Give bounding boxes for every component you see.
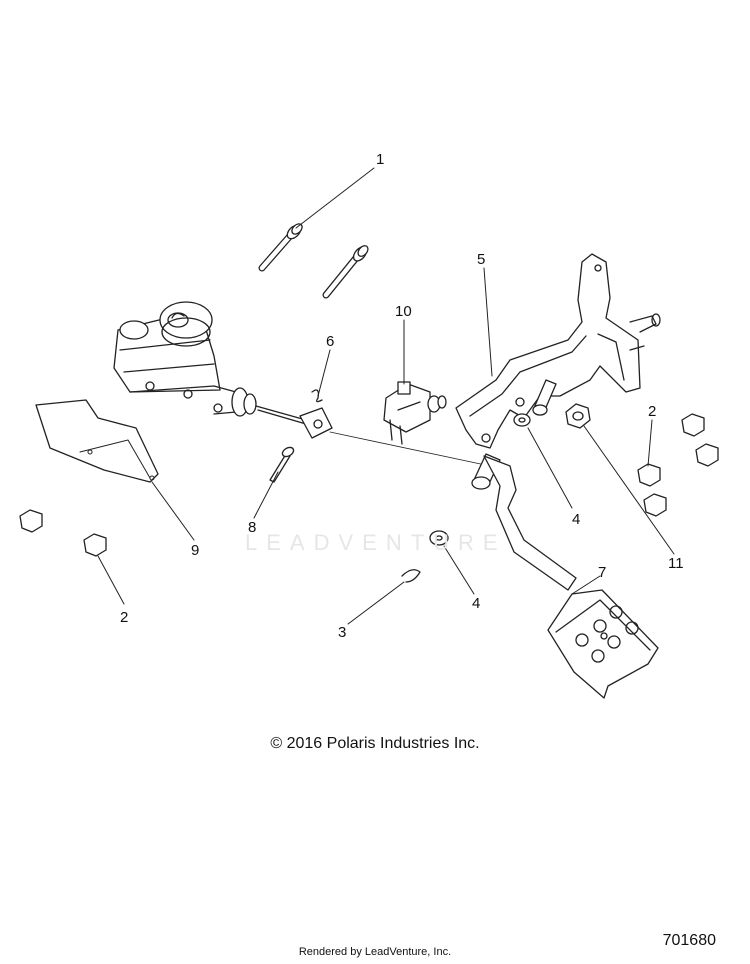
diagram-number: 701680 — [662, 932, 716, 949]
copyright-text: © 2016 Polaris Industries Inc. — [270, 735, 480, 752]
callout-part-8: 8 — [248, 519, 256, 536]
leader-lines — [97, 167, 675, 625]
brake-switch-part-10 — [383, 381, 447, 445]
bolt-part-1a — [258, 223, 303, 272]
master-cylinder — [113, 301, 257, 417]
callout-part-4-upper: 4 — [572, 511, 580, 528]
callout-part-4-lower: 4 — [472, 595, 480, 612]
rendered-by-text: Rendered by LeadVenture, Inc. — [298, 946, 452, 958]
heat-shield-part-9 — [35, 399, 159, 483]
clip-part-3 — [401, 569, 421, 583]
nut-part-2-left — [19, 509, 107, 557]
callout-part-6: 6 — [326, 333, 334, 350]
pedal-bracket-part-5 — [455, 253, 661, 449]
callout-part-3: 3 — [338, 624, 346, 641]
push-rod — [255, 405, 307, 421]
callout-part-7: 7 — [598, 564, 606, 581]
callout-part-1: 1 — [376, 151, 384, 168]
callout-part-11: 11 — [668, 555, 684, 572]
watermark: LEADVENTURE — [245, 530, 507, 555]
callout-part-2-right: 2 — [648, 403, 656, 420]
callout-part-2-left: 2 — [120, 609, 128, 626]
callout-part-9: 9 — [191, 542, 199, 559]
clevis-part-6 — [299, 389, 333, 439]
washer-part-4b — [429, 530, 449, 546]
nut-part-2-right — [637, 413, 719, 517]
bolt-part-1b — [322, 245, 369, 299]
nut-part-11 — [565, 403, 591, 429]
brake-pedal-part-7 — [483, 455, 659, 699]
callout-part-10: 10 — [395, 303, 412, 320]
callout-part-5: 5 — [477, 251, 485, 268]
clevis-pin-part-8 — [269, 446, 295, 483]
washer-part-4a — [513, 413, 531, 427]
